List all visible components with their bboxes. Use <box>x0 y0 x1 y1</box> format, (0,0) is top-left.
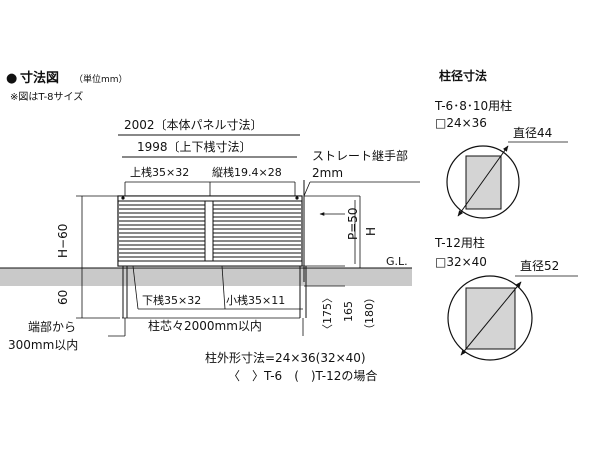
small-rail-leader <box>221 265 226 310</box>
rail-mark-left <box>121 196 125 200</box>
post-b-label: T-12用柱 <box>434 235 485 250</box>
size-note: ※図はT-8サイズ <box>10 90 83 103</box>
end-label-line2: 300mm以内 <box>8 338 78 352</box>
bottom-rail-leader <box>132 265 139 310</box>
ground-band <box>0 268 412 286</box>
post-a-diagonal <box>457 145 509 217</box>
post-b-diameter: 直径52 <box>520 259 559 273</box>
d165-label: 165 <box>342 301 355 322</box>
bullet-icon: ● <box>6 71 17 86</box>
post-a-diameter: 直径44 <box>513 126 552 140</box>
post-section-title: 柱径寸法 <box>439 68 487 83</box>
post-outer-line1: 柱外形寸法=24×36(32×40) <box>205 350 366 365</box>
sixty-label: 60 <box>56 290 70 305</box>
post-b: T-12用柱 □32×40 直径52 <box>434 235 578 361</box>
post-a: T-6･8･10用柱 □24×36 直径44 <box>434 98 568 219</box>
top-rail-label: 上桟35×32 <box>130 165 189 179</box>
end-label-line1: 端部から <box>28 319 76 334</box>
h-label: H <box>364 227 378 236</box>
p50-label: P=50 <box>346 207 360 240</box>
post-outer-line2: 〈 〉T-6 ( )T-12の場合 <box>228 368 377 383</box>
post-pitch-label: 柱芯々2000mm以内 <box>148 318 262 333</box>
unit-label: （単位mm） <box>74 73 128 85</box>
fence-panel <box>117 195 303 267</box>
rail-width-label: 1998〔上下桟寸法〕 <box>137 140 252 154</box>
joint-leader <box>303 181 311 197</box>
small-rail-label: 小桟35×11 <box>226 293 285 307</box>
bottom-rail-label: 下桟35×32 <box>142 293 201 307</box>
straight-joint-size: 2mm <box>312 166 343 180</box>
d175-label: 〈175〉 <box>321 292 334 335</box>
gl-label: G.L. <box>386 255 408 268</box>
bottom-rail <box>117 260 303 267</box>
post-b-circle <box>447 275 533 361</box>
drawing-title: 寸法図 <box>20 70 59 86</box>
h60-label: H−60 <box>56 224 70 258</box>
post-a-size: □24×36 <box>435 116 487 130</box>
post-b-diagonal <box>460 281 522 356</box>
post-b-size: □32×40 <box>435 255 487 269</box>
post-a-label: T-6･8･10用柱 <box>434 98 512 113</box>
vertical-bar-label: 縦桟19.4×28 <box>212 165 282 179</box>
center-vertical-bar <box>204 195 214 267</box>
rail-mark-right <box>295 196 299 200</box>
top-rail <box>117 195 303 202</box>
straight-joint-label: ストレート継手部 <box>312 148 408 163</box>
panel-width-label: 2002〔本体パネル寸法〕 <box>124 118 263 132</box>
d180-label: （180） <box>363 292 376 335</box>
